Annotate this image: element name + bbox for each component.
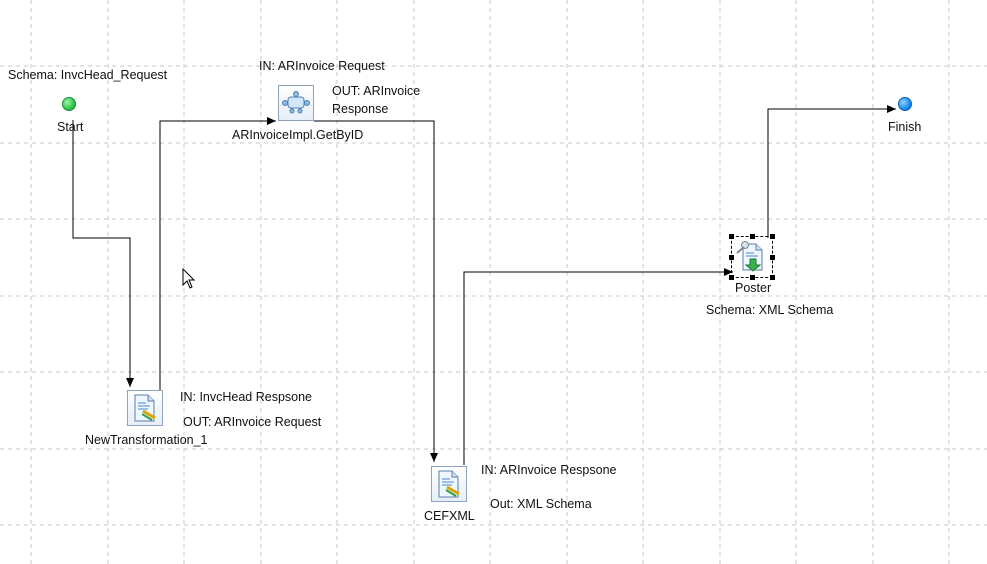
connector-start-to-newtransformation[interactable]: [72, 120, 134, 387]
selection-handle[interactable]: [729, 255, 734, 260]
mouse-cursor-icon: [182, 268, 196, 289]
getbyid-task[interactable]: [278, 85, 314, 121]
cefxml-task[interactable]: [431, 466, 467, 502]
finish-label: Finish: [888, 120, 922, 134]
poster-schema-annotation: Schema: XML Schema: [706, 303, 834, 317]
document-transform-icon: [438, 470, 460, 498]
cefxml-label: CEFXML: [424, 509, 475, 523]
newtransformation-label: NewTransformation_1: [85, 433, 208, 447]
start-label: Start: [57, 120, 84, 134]
finish-event[interactable]: [898, 97, 912, 111]
start-event[interactable]: [62, 97, 76, 111]
service-call-icon: [282, 91, 310, 114]
connector-getbyid-to-cefxml[interactable]: [314, 120, 438, 462]
newtransformation-in-annotation: IN: InvcHead Respsone: [180, 390, 313, 404]
poster-selection-box: [729, 234, 775, 280]
getbyid-out-annotation-line2: Response: [332, 102, 389, 116]
selection-handle[interactable]: [770, 234, 775, 239]
connector-cefxml-to-poster[interactable]: [463, 268, 733, 465]
poster-label: Poster: [735, 281, 772, 295]
document-post-icon: [736, 241, 763, 272]
selection-handle[interactable]: [770, 275, 775, 280]
getbyid-in-annotation: IN: ARInvoice Request: [259, 59, 385, 73]
newtransformation-out-annotation: OUT: ARInvoice Request: [183, 415, 322, 429]
cefxml-out-annotation: Out: XML Schema: [490, 497, 592, 511]
poster-task[interactable]: [734, 239, 770, 275]
document-transform-icon: [134, 394, 156, 422]
selection-handle[interactable]: [729, 275, 734, 280]
newtransformation-task[interactable]: [127, 390, 163, 426]
getbyid-label: ARInvoiceImpl.GetByID: [232, 128, 364, 142]
getbyid-out-annotation-line1: OUT: ARInvoice: [332, 84, 421, 98]
selection-handle[interactable]: [750, 234, 755, 239]
start-schema-annotation: Schema: InvcHead_Request: [8, 68, 168, 82]
selection-handle[interactable]: [729, 234, 734, 239]
selection-handle[interactable]: [750, 275, 755, 280]
selection-handle[interactable]: [770, 255, 775, 260]
connector-poster-to-finish[interactable]: [767, 105, 896, 238]
cefxml-in-annotation: IN: ARInvoice Respsone: [481, 463, 617, 477]
connector-newtransformation-to-getbyid[interactable]: [159, 117, 276, 390]
